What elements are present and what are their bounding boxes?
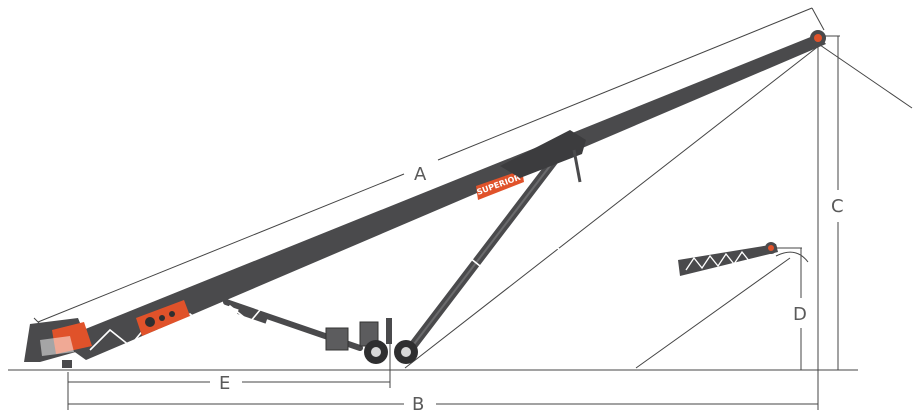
mid-bracket (500, 130, 586, 178)
dimension-b-label: B (412, 394, 424, 413)
small-conveyor (678, 242, 809, 276)
dimension-a: A (33, 7, 825, 327)
hydraulic-cylinder (223, 299, 392, 351)
dimension-c: C (824, 35, 846, 371)
dimension-e-label: E (219, 373, 230, 394)
dimension-e: E (68, 340, 391, 394)
dimension-d: D (776, 247, 807, 370)
stockpile-main (404, 44, 913, 369)
dimension-d-label: D (793, 304, 807, 325)
main-conveyor: SUPERIOR (24, 30, 826, 368)
stockpile-small-left (635, 257, 791, 369)
drive-motor (136, 300, 190, 336)
dimension-b: B (67, 40, 819, 413)
dimension-a-label: A (414, 164, 427, 185)
head-pulley (810, 30, 826, 46)
support-strut (403, 153, 561, 357)
truss-lattice (89, 186, 807, 351)
wheels (364, 340, 418, 364)
dimension-c-label: C (831, 196, 844, 217)
